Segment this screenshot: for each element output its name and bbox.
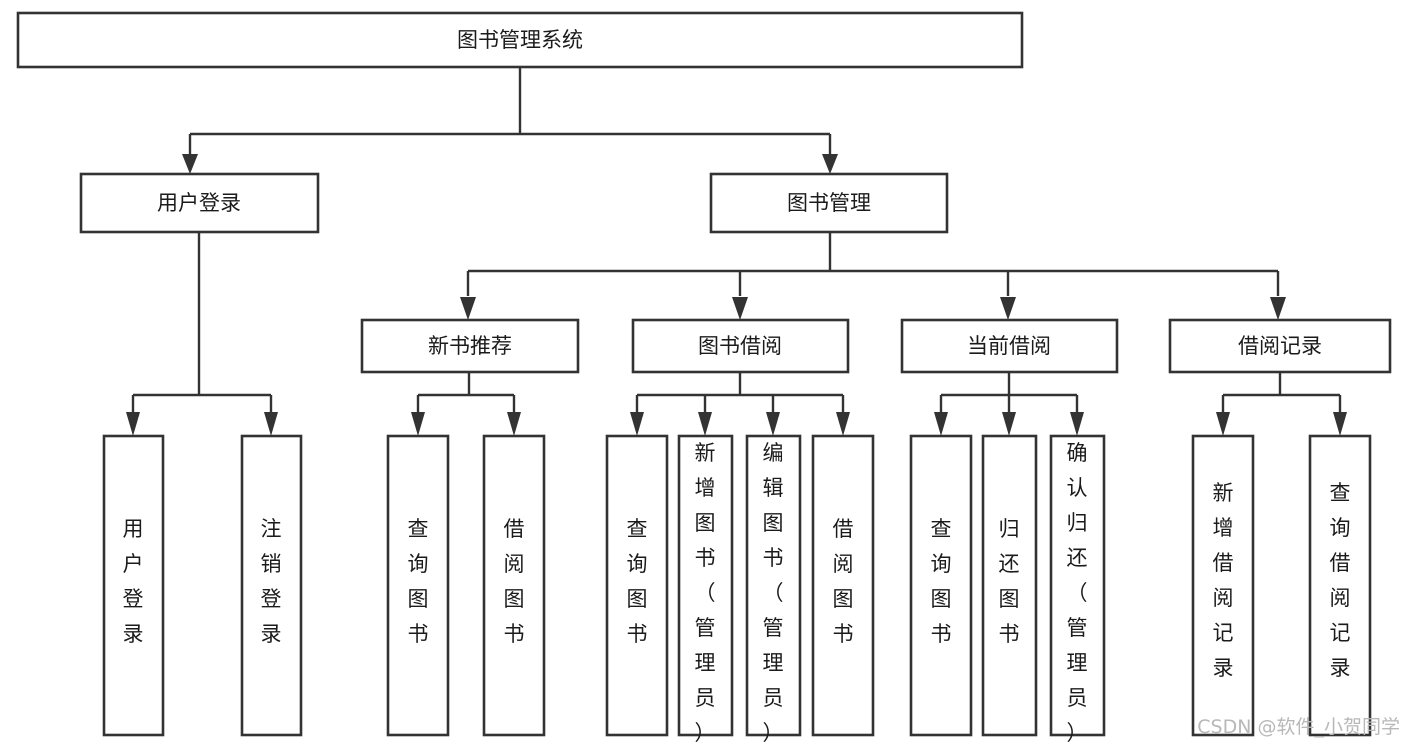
arrowhead-leaf-query-record [1333, 412, 1347, 436]
leaf-user-login-label: 用户登录 [123, 517, 144, 646]
leaf-borrow-book-2-label: 借阅图书 [833, 517, 854, 646]
node-current-borrow[interactable]: 当前借阅 [900, 318, 1119, 374]
leaf-add-record-label: 新增借阅记录 [1213, 481, 1234, 680]
leaf-add-book-box[interactable] [677, 434, 734, 737]
connector-layer [126, 67, 1347, 436]
csdn-watermark: CSDN @软件_小贺同学 [1197, 716, 1400, 738]
arrowhead-record [1270, 297, 1286, 320]
node-book-borrow-box[interactable] [631, 318, 850, 374]
arrowhead-leaf-borrow-book-2 [836, 412, 850, 436]
node-borrow-record-label: 借阅记录 [1238, 334, 1322, 358]
leaf-borrow-book-1-label: 借阅图书 [504, 517, 525, 646]
node-current-borrow-label: 当前借阅 [967, 334, 1051, 358]
leaf-borrow-book-1[interactable]: 借阅图书 [482, 434, 546, 737]
leaf-return-book-label: 归还图书 [999, 517, 1020, 646]
arrowhead-leaf-edit-book [766, 412, 780, 436]
leaf-edit-book-box[interactable] [745, 434, 802, 737]
leaf-user-login-box[interactable] [102, 434, 165, 737]
arrowhead-leaf-user-login [126, 412, 140, 436]
arrowhead-leaf-confirm-return [1070, 412, 1084, 436]
arrowhead-leaf-add-record [1216, 412, 1230, 436]
arrowhead-book-management [822, 154, 838, 174]
arrowhead-leaf-borrow-book-1 [507, 412, 521, 436]
node-borrow-record-box[interactable] [1168, 318, 1392, 374]
leaf-query-book-2-box[interactable] [605, 434, 669, 737]
leaf-query-record-box[interactable] [1308, 434, 1372, 737]
leaf-add-book[interactable]: 新增图书（管理员） [677, 434, 734, 745]
leaf-query-book-3[interactable]: 查询图书 [909, 434, 973, 737]
leaf-logout-login-label: 注销登录 [261, 517, 282, 646]
leaf-query-book-2[interactable]: 查询图书 [605, 434, 669, 737]
arrowhead-borrow [732, 297, 748, 320]
arrowhead-newbook [460, 297, 476, 320]
leaf-logout-login[interactable]: 注销登录 [240, 434, 303, 737]
leaf-query-book-2-label: 查询图书 [627, 517, 648, 646]
arrowhead-leaf-logout-login [264, 412, 278, 436]
node-user-login-box[interactable] [79, 172, 320, 234]
node-current-borrow-box[interactable] [900, 318, 1119, 374]
node-new-book-recommend-label: 新书推荐 [428, 334, 512, 358]
arrowhead-leaf-add-book [698, 412, 712, 436]
leaf-query-book-3-box[interactable] [909, 434, 973, 737]
node-new-book-recommend[interactable]: 新书推荐 [360, 318, 580, 374]
arrowhead-leaf-query-book-2 [630, 412, 644, 436]
leaf-add-book-label: 新增图书（管理员） [695, 441, 716, 745]
node-root-label: 图书管理系统 [457, 28, 583, 52]
leaf-query-book-3-label: 查询图书 [931, 517, 952, 646]
leaf-edit-book[interactable]: 编辑图书（管理员） [745, 434, 802, 745]
node-book-borrow-label: 图书借阅 [698, 334, 782, 358]
node-book-management[interactable]: 图书管理 [709, 172, 949, 234]
arrowhead-leaf-return-book [1002, 412, 1016, 436]
leaf-logout-login-box[interactable] [240, 434, 303, 737]
leaf-borrow-book-1-box[interactable] [482, 434, 546, 737]
arrowhead-user-login [182, 154, 198, 174]
node-root-box[interactable] [16, 11, 1024, 69]
leaf-query-book-1-box[interactable] [386, 434, 450, 737]
leaf-user-login[interactable]: 用户登录 [102, 434, 165, 737]
leaf-query-book-1[interactable]: 查询图书 [386, 434, 450, 737]
node-root[interactable]: 图书管理系统 [16, 11, 1024, 69]
node-new-book-recommend-box[interactable] [360, 318, 580, 374]
node-borrow-record[interactable]: 借阅记录 [1168, 318, 1392, 374]
leaf-confirm-return-label: 确认归还（管理员） [1067, 441, 1088, 745]
leaf-add-record-box[interactable] [1191, 434, 1255, 737]
leaf-query-record[interactable]: 查询借阅记录 [1308, 434, 1372, 737]
arrowhead-leaf-query-book-3 [934, 412, 948, 436]
leaf-add-record[interactable]: 新增借阅记录 [1191, 434, 1255, 737]
leaf-query-book-1-label: 查询图书 [408, 517, 429, 646]
node-user-login-label: 用户登录 [157, 191, 241, 215]
arrowhead-leaf-query-book-1 [411, 412, 425, 436]
leaf-confirm-return[interactable]: 确认归还（管理员） [1049, 434, 1106, 745]
leaf-return-book-box[interactable] [981, 434, 1038, 737]
leaf-return-book[interactable]: 归还图书 [981, 434, 1038, 737]
node-book-management-label: 图书管理 [787, 191, 871, 215]
leaf-borrow-book-2-box[interactable] [811, 434, 875, 737]
arrowhead-current [1000, 297, 1016, 320]
node-book-borrow[interactable]: 图书借阅 [631, 318, 850, 374]
leaf-edit-book-label: 编辑图书（管理员） [763, 441, 784, 745]
node-user-login[interactable]: 用户登录 [79, 172, 320, 234]
node-book-management-box[interactable] [709, 172, 949, 234]
leaf-borrow-book-2[interactable]: 借阅图书 [811, 434, 875, 737]
leaf-confirm-return-box[interactable] [1049, 434, 1106, 737]
leaf-query-record-label: 查询借阅记录 [1330, 481, 1351, 680]
